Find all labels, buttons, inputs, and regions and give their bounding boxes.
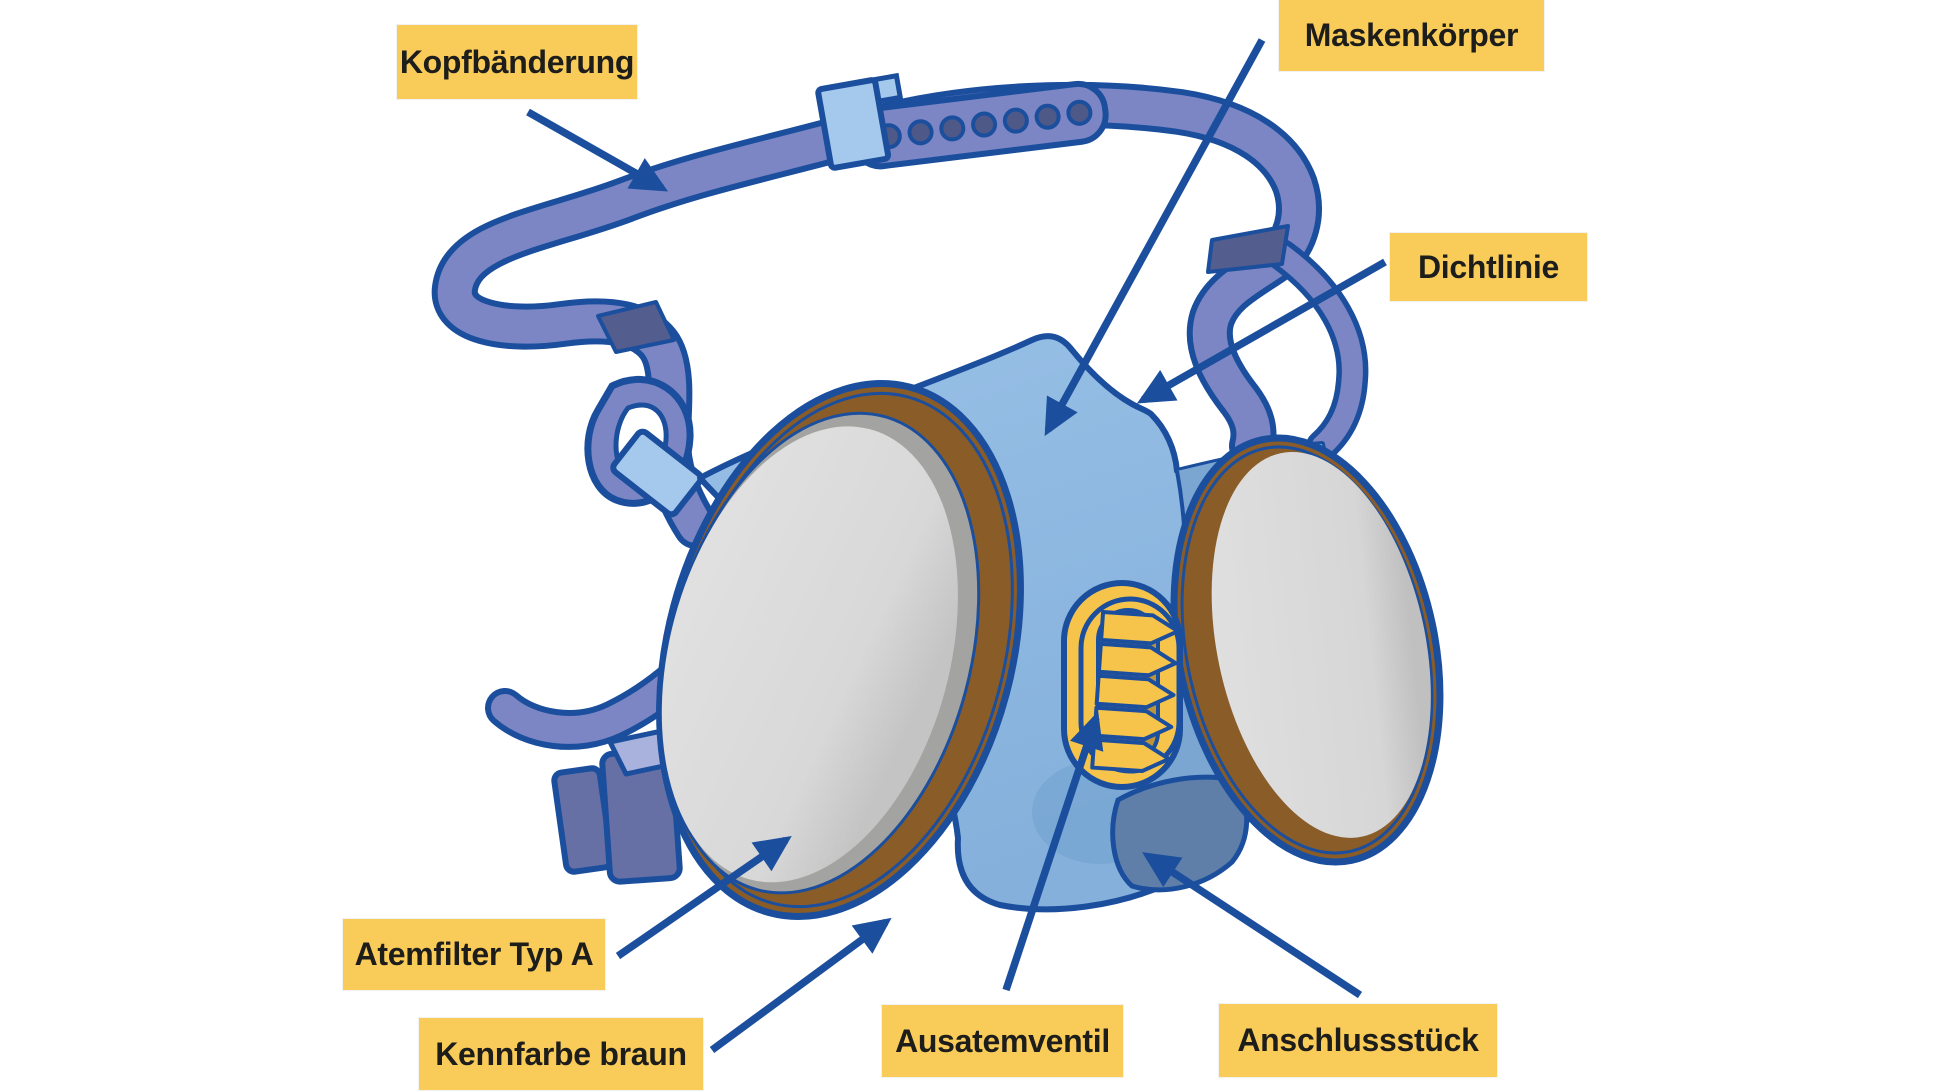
- strap-buckle-left: [610, 428, 704, 518]
- valve-louvers: [1090, 609, 1180, 774]
- strap-slider-buckle: [815, 72, 904, 171]
- strap-hole: [1034, 103, 1061, 130]
- strap-hole: [1066, 99, 1093, 126]
- strap-hole: [971, 111, 998, 138]
- head-strap-left: [431, 117, 858, 549]
- filter-right: [1170, 434, 1444, 866]
- connector-piece: [1110, 774, 1250, 893]
- exhalation-valve: [1061, 580, 1183, 790]
- strap-fold: [1206, 224, 1290, 274]
- strap-hole: [939, 115, 966, 142]
- strap-hole: [1002, 107, 1029, 134]
- strap-hole: [907, 119, 934, 146]
- filter-left: [656, 380, 1024, 920]
- filter-face: [1211, 451, 1431, 838]
- strap-fold: [596, 300, 676, 354]
- filter-face: [661, 426, 958, 883]
